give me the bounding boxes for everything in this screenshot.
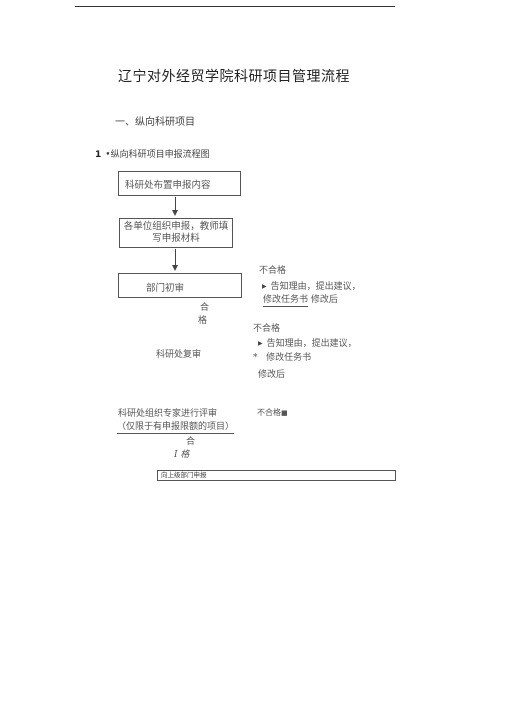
fail-action: * 修改任务书 <box>253 350 311 363</box>
flow-step-dept-review: 部门初审 <box>118 273 242 298</box>
fail-action-text: 修改任务书 <box>266 353 312 363</box>
arrow-down-icon <box>172 265 178 271</box>
fail-after-text: 修改后 <box>258 370 286 380</box>
fail-label: 不合格 <box>259 266 287 276</box>
fail-label-text: 不合格 <box>257 408 281 417</box>
section-heading: 一、纵向科研项目 <box>115 117 195 128</box>
fail-reason: ▶告知理由，提出建议， <box>258 336 357 349</box>
top-rule <box>75 6 395 7</box>
page-title: 辽宁对外经贸学院科研项目管理流程 <box>118 69 350 85</box>
triangle-right-icon: ▶ <box>258 340 263 347</box>
fail-after-text: 修改后 <box>310 295 338 305</box>
arrow-down-icon <box>172 210 178 216</box>
arrow-line <box>175 249 176 266</box>
fail-reason-text: 告知理由，提出建议， <box>270 282 361 292</box>
triangle-right-icon: ▶ <box>262 283 267 290</box>
flow-step-submit-upper: 向上级部门申报 <box>157 470 396 481</box>
pass-label: 合 <box>186 437 196 447</box>
flow-step-apply-line1: 各单位组织申报，教师填 <box>123 221 229 232</box>
flow-step-apply-line2: 写申报材料 <box>152 233 200 244</box>
arrow-line <box>175 197 176 211</box>
subsection-heading: 1•纵向科研项目申报流程图 <box>95 147 210 160</box>
fail-action-text: 修改任务书 <box>263 295 309 307</box>
flow-step-expert-review-note: （仅限于有申报限额的项目） <box>117 419 235 434</box>
fail-label: 不合格■ <box>257 407 288 418</box>
flow-step-publish: 科研处布置申报内容 <box>118 171 241 196</box>
subsection-label: •纵向科研项目申报流程图 <box>105 150 210 160</box>
flow-step-apply: 各单位组织申报，教师填 写申报材料 <box>119 218 233 248</box>
fail-reason: ▶告知理由，提出建议， <box>262 279 361 292</box>
fail-action: 修改任务书 修改后 <box>263 292 338 307</box>
asterisk-mark: * <box>253 353 258 363</box>
subsection-number: 1 <box>95 150 102 160</box>
pass-label: 合 <box>200 303 210 313</box>
square-icon: ■ <box>281 409 288 417</box>
expert-review-note-text: （仅限于有申报限额的项目） <box>117 422 235 434</box>
flow-step-expert-review: 科研处组织专家进行评审 <box>118 409 218 419</box>
pass-label: 格 <box>198 316 208 326</box>
fail-reason-text: 告知理由，提出建议， <box>266 339 357 349</box>
fail-label: 不合格 <box>253 324 281 334</box>
pass-label: I 格 <box>174 450 190 460</box>
flow-step-office-review: 科研处复审 <box>156 350 202 360</box>
